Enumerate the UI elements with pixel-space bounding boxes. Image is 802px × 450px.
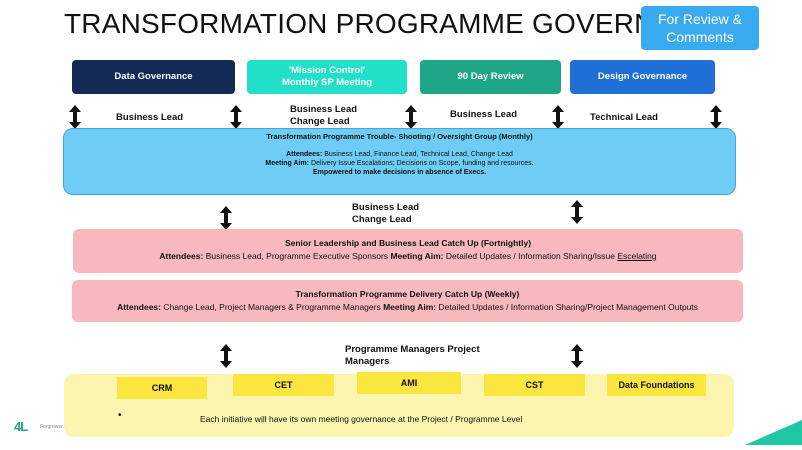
double-arrow-icon [405, 105, 417, 129]
ninety-day-review-label: 90 Day Review [457, 71, 524, 82]
company-logo-text: Forgrower [40, 424, 63, 430]
meeting-aim-underlined: Escelating [617, 251, 657, 261]
mission-control-label: 'Mission Control' [288, 65, 366, 76]
delivery-catchup-box: Transformation Programme Delivery Catch … [72, 280, 743, 322]
business-lead-label-2: Business Lead [450, 109, 518, 120]
delivery-catchup-heading: Transformation Programme Delivery Catch … [295, 289, 520, 299]
company-logo-mark: 4L [14, 419, 28, 434]
attendees-text: Business Lead, Programme Executive Spons… [205, 251, 389, 261]
attendees-text: Business Lead, Finance Lead, Technical L… [324, 151, 513, 158]
managers-label: Programme Managers Project Managers [345, 344, 480, 368]
data-governance-box: Data Governance [72, 60, 235, 94]
business-lead-line: Business Lead [290, 104, 358, 115]
meeting-aim-text: Detailed Updates / Information Sharing/P… [438, 302, 698, 312]
attendees-text: Change Lead, Project Managers & Programm… [163, 302, 381, 312]
attendees-label: Attendees: [117, 302, 161, 312]
oversight-group-box: Transformation Programme Trouble- Shooti… [63, 128, 736, 195]
design-governance-label: Design Governance [597, 71, 688, 82]
technical-lead-label: Technical Lead [590, 112, 658, 123]
business-change-lead-label: Business Lead Change Lead [290, 104, 357, 128]
managers-line1: Programme Managers Project [345, 344, 480, 355]
initiative-cst: CST [484, 374, 585, 396]
initiative-cet: CET [233, 374, 334, 396]
initiative-ami: AMI [357, 372, 461, 394]
attendees-label: Attendees: [159, 251, 204, 261]
review-badge: For Review & Comments [641, 6, 759, 50]
meeting-aim-label: Meeting Aim: [383, 302, 437, 312]
review-badge-line2: Comments [666, 29, 734, 45]
mission-control-sublabel: Monthly SP Meeting [281, 77, 373, 88]
managers-line2: Managers [345, 356, 390, 367]
double-arrow-icon [69, 105, 81, 129]
senior-catchup-heading: Senior Leadership and Business Lead Catc… [284, 238, 532, 248]
middle-leads-label: Business Lead Change Lead [352, 202, 419, 226]
double-arrow-icon [571, 344, 583, 368]
design-governance-box: Design Governance [570, 60, 715, 94]
page-title: TRANSFORMATION PROGRAMME GOVERNANCE [64, 8, 734, 39]
double-arrow-icon [230, 105, 242, 129]
initiative-crm: CRM [117, 377, 207, 399]
oversight-aim: Meeting Aim: Delivery Issue Escalations;… [64, 159, 735, 168]
senior-catchup-box: Senior Leadership and Business Lead Catc… [73, 229, 743, 273]
business-lead-label: Business Lead [116, 112, 184, 123]
ninety-day-review-box: 90 Day Review [420, 60, 561, 94]
double-arrow-icon [220, 206, 232, 230]
change-lead-line: Change Lead [290, 116, 350, 127]
delivery-catchup-details: Attendees: Change Lead, Project Managers… [72, 301, 743, 314]
initiatives-footnote: Each initiative will have its own meetin… [200, 414, 523, 424]
oversight-attendees: Attendees: Business Lead, Finance Lead, … [64, 150, 735, 159]
double-arrow-icon [710, 105, 722, 129]
attendees-label: Attendees: [286, 151, 323, 158]
oversight-empowered: Empowered to make decisions in absence o… [312, 169, 487, 176]
review-badge-line1: For Review & [657, 11, 743, 27]
meeting-aim-text: Delivery Issue Escalations; Decisions on… [311, 160, 534, 167]
meeting-aim-text: Detailed Updates / Information Sharing/I… [445, 251, 616, 261]
double-arrow-icon [220, 344, 232, 368]
data-governance-label: Data Governance [114, 71, 193, 82]
business-lead-line: Business Lead [352, 202, 420, 213]
bullet-dot: • [118, 410, 122, 421]
oversight-group-heading: Transformation Programme Trouble- Shooti… [266, 132, 533, 141]
meeting-aim-label: Meeting Aim: [390, 251, 444, 261]
mission-control-box: 'Mission Control' Monthly SP Meeting [247, 60, 407, 94]
change-lead-line: Change Lead [352, 214, 412, 225]
senior-catchup-details: Attendees: Business Lead, Programme Exec… [73, 250, 743, 263]
double-arrow-icon [571, 200, 583, 224]
corner-accent [745, 420, 802, 445]
initiative-data-foundations: Data Foundations [607, 374, 706, 396]
meeting-aim-label: Meeting Aim: [265, 160, 310, 167]
double-arrow-icon [552, 105, 564, 129]
